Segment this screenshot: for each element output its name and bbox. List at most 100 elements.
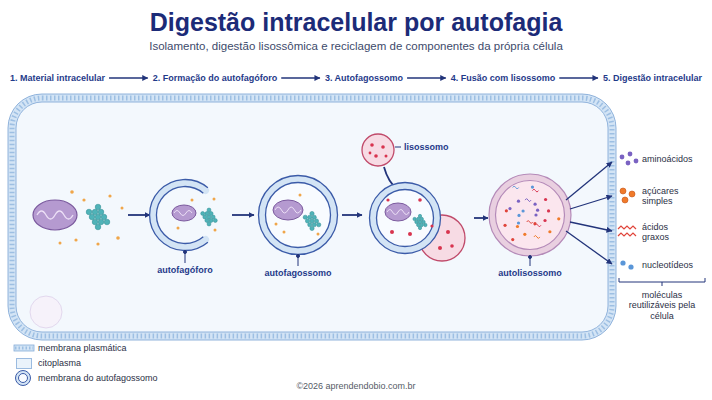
digested-fragment — [533, 222, 536, 225]
fusion-vesicle — [446, 230, 450, 234]
fusion-vesicle — [386, 198, 453, 250]
digested-fragment — [536, 209, 539, 212]
mitochondrion — [37, 211, 73, 219]
digested-fragment — [511, 238, 514, 241]
cell-membrane — [30, 296, 62, 328]
legend-sample — [16, 371, 31, 386]
phagophore — [174, 211, 192, 216]
digested-fragment — [532, 189, 538, 192]
fusion-vesicle — [377, 190, 434, 247]
lysosome — [369, 152, 372, 155]
fusion-vesicle — [390, 230, 394, 234]
digested-fragment — [503, 224, 506, 227]
autolysosome — [496, 181, 565, 250]
autophagosome — [299, 194, 302, 197]
product-arrow — [570, 222, 612, 231]
digested-fragment — [517, 200, 520, 203]
product-arrow — [566, 162, 612, 264]
ribosome-cluster — [305, 219, 309, 223]
cytoplasm-dots — [59, 242, 62, 245]
step-label: 2. Formação do autofagóforo — [153, 73, 278, 83]
step-label: 4. Fusão com lisossomo — [451, 73, 556, 83]
ribosome-cluster — [104, 219, 110, 225]
ribosome-cluster — [95, 224, 101, 230]
process-arrow — [232, 214, 254, 216]
digested-fragment — [543, 219, 546, 222]
ribosome-cluster — [98, 209, 104, 215]
cell-membrane — [8, 94, 616, 340]
ribosome-cluster — [308, 223, 312, 227]
autolysosome — [503, 186, 560, 242]
cell-membrane — [12, 98, 612, 336]
leader-line — [184, 251, 187, 254]
cytoplasm-dots — [96, 242, 99, 245]
autophagosome — [317, 233, 320, 236]
digested-fragment — [517, 214, 520, 217]
fusion-vesicle — [370, 183, 466, 262]
ribosome-cluster — [95, 204, 101, 210]
autophagosome — [259, 176, 338, 255]
ribosome-cluster — [418, 226, 421, 229]
ribosome-cluster — [308, 215, 312, 219]
phagophore — [172, 205, 196, 221]
step-arrow — [109, 77, 148, 79]
digested-fragment — [505, 209, 508, 212]
ribosome-cluster — [213, 219, 217, 223]
bracket — [619, 278, 705, 286]
legend-sample — [14, 345, 34, 351]
nucleotide-icon — [620, 260, 625, 265]
cytoplasm-dots — [116, 236, 120, 240]
fusion-vesicle — [450, 244, 454, 248]
phagophore — [191, 199, 194, 202]
ribosome-cluster — [89, 214, 95, 220]
ribosome-cluster — [317, 223, 321, 227]
ribosome-cluster — [314, 219, 318, 223]
ribosome-cluster — [207, 215, 211, 219]
ribosome-cluster — [201, 212, 205, 216]
step-label: 3. Autofagossomo — [325, 73, 403, 83]
nucleotide-icon — [628, 264, 633, 269]
autolysosome — [489, 174, 571, 256]
lysosome — [362, 134, 401, 166]
diagram-caption: Isolamento, digestão lisossômica e recic… — [149, 40, 563, 53]
ribosome-cluster — [101, 214, 107, 220]
ribosome-cluster — [312, 215, 316, 219]
phagophore — [213, 198, 216, 201]
autophagosome — [266, 183, 331, 248]
phagophore — [150, 179, 208, 250]
fusion-vesicle — [418, 198, 422, 202]
leader-line — [184, 251, 532, 267]
product-label: nucleotídeos — [642, 260, 693, 270]
process-arrow — [474, 217, 488, 219]
digested-fragment — [534, 235, 540, 238]
sugar-icon — [622, 197, 628, 203]
fusion-vesicle — [408, 232, 412, 236]
step-arrow — [559, 77, 598, 79]
amino-acid-icon — [634, 159, 639, 164]
part-label: lisossomo — [404, 142, 449, 152]
cytoplasm-dots — [74, 238, 77, 241]
digested-fragment — [513, 186, 519, 189]
amino-acid-icon — [620, 155, 625, 160]
ribosome-cluster — [413, 217, 416, 220]
sugar-icon — [629, 191, 635, 197]
digested-fragment — [527, 220, 533, 223]
fusion-vesicle — [385, 203, 411, 221]
legend-text: citoplasma — [38, 358, 81, 368]
autolysosome — [492, 177, 568, 253]
digested-fragment — [557, 217, 560, 220]
autophagosome — [275, 223, 278, 226]
autophagosome — [262, 179, 334, 251]
phagophore — [153, 183, 206, 247]
product-arrow — [566, 231, 612, 264]
digested-fragment — [525, 199, 531, 202]
ribosome-cluster — [310, 219, 314, 223]
ribosome-cluster — [303, 215, 307, 219]
cytoplasm-dots — [108, 194, 111, 197]
cytoplasm-dots — [59, 190, 124, 245]
lysosome — [374, 154, 378, 158]
legend-sample — [17, 372, 29, 384]
digested-fragment — [523, 233, 526, 236]
